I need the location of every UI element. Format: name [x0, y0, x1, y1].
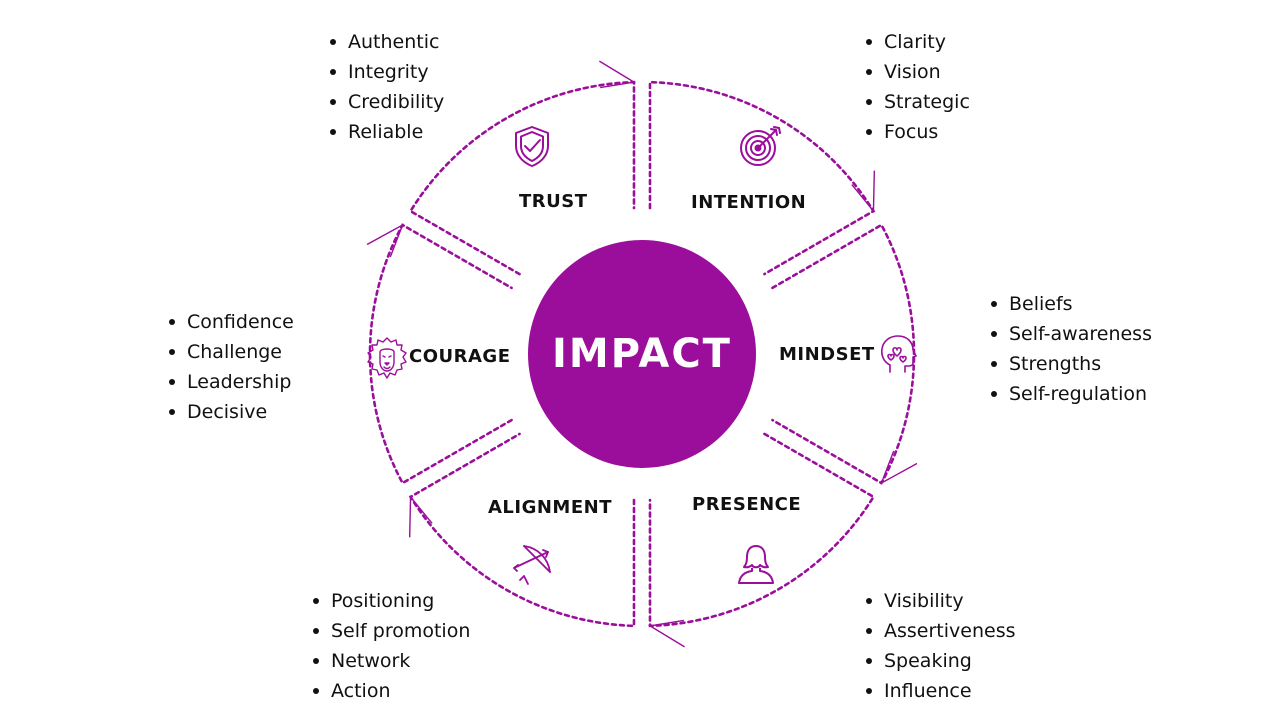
courage-attributes-list: Confidence Challenge Leadership Decisive	[165, 307, 294, 427]
intention-attributes-list: Clarity Vision Strategic Focus	[862, 27, 970, 147]
list-item: Visibility	[866, 586, 1016, 616]
list-item: Network	[312, 646, 470, 676]
list-item: Speaking	[866, 646, 1016, 676]
center-circle	[528, 240, 756, 468]
segment-label-mindset: MINDSET	[779, 344, 875, 365]
arrowhead-intention	[851, 170, 876, 214]
alignment-attributes-list: Positioning Self promotion Network Actio…	[309, 586, 470, 706]
list-item: Focus	[866, 117, 970, 147]
arrowhead-courage	[366, 223, 404, 258]
list-item: Self-regulation	[991, 379, 1152, 409]
segment-outline-presence	[648, 432, 876, 628]
list-item: Reliable	[329, 117, 444, 147]
mindset-attributes-list: Beliefs Self-awareness Strengths Self-re…	[987, 289, 1152, 409]
segment-label-alignment: ALIGNMENT	[488, 497, 612, 518]
list-item: Self-awareness	[991, 319, 1152, 349]
arrowhead-mindset	[880, 450, 918, 485]
list-item: Positioning	[312, 586, 470, 616]
list-item: Action	[312, 676, 470, 706]
segment-outline-alignment	[408, 432, 636, 628]
list-item: Decisive	[169, 397, 294, 427]
presence-attributes-list: Visibility Assertiveness Speaking Influe…	[862, 586, 1016, 706]
segment-label-intention: INTENTION	[691, 192, 807, 213]
list-item: Clarity	[866, 27, 970, 57]
segment-label-trust: TRUST	[519, 191, 588, 212]
arrowhead-trust	[599, 60, 636, 89]
list-item: Confidence	[169, 307, 294, 337]
segment-outline-mindset	[771, 223, 916, 485]
lion-icon	[365, 336, 409, 380]
shield-check-icon	[510, 124, 554, 168]
person-icon	[734, 542, 778, 586]
list-item: Credibility	[329, 87, 444, 117]
segment-outline-intention	[648, 80, 876, 276]
list-item: Authentic	[329, 27, 444, 57]
list-item: Challenge	[169, 337, 294, 367]
list-item: Strengths	[991, 349, 1152, 379]
segment-label-courage: COURAGE	[409, 346, 511, 367]
list-item: Vision	[866, 57, 970, 87]
segment-outline-courage	[368, 223, 513, 485]
head-hearts-icon	[876, 332, 920, 376]
bow-arrow-icon	[510, 542, 554, 586]
trust-attributes-list: Authentic Integrity Credibility Reliable	[326, 27, 444, 147]
list-item: Leadership	[169, 367, 294, 397]
list-item: Strategic	[866, 87, 970, 117]
segment-outline-trust	[408, 80, 636, 276]
list-item: Assertiveness	[866, 616, 1016, 646]
list-item: Beliefs	[991, 289, 1152, 319]
target-icon	[738, 124, 782, 168]
list-item: Integrity	[329, 57, 444, 87]
arrowhead-presence	[648, 619, 685, 648]
list-item: Self promotion	[312, 616, 470, 646]
segment-label-presence: PRESENCE	[692, 494, 802, 515]
list-item: Influence	[866, 676, 1016, 706]
center-impact-label: IMPACT	[552, 331, 732, 377]
arrowhead-alignment	[408, 494, 433, 538]
